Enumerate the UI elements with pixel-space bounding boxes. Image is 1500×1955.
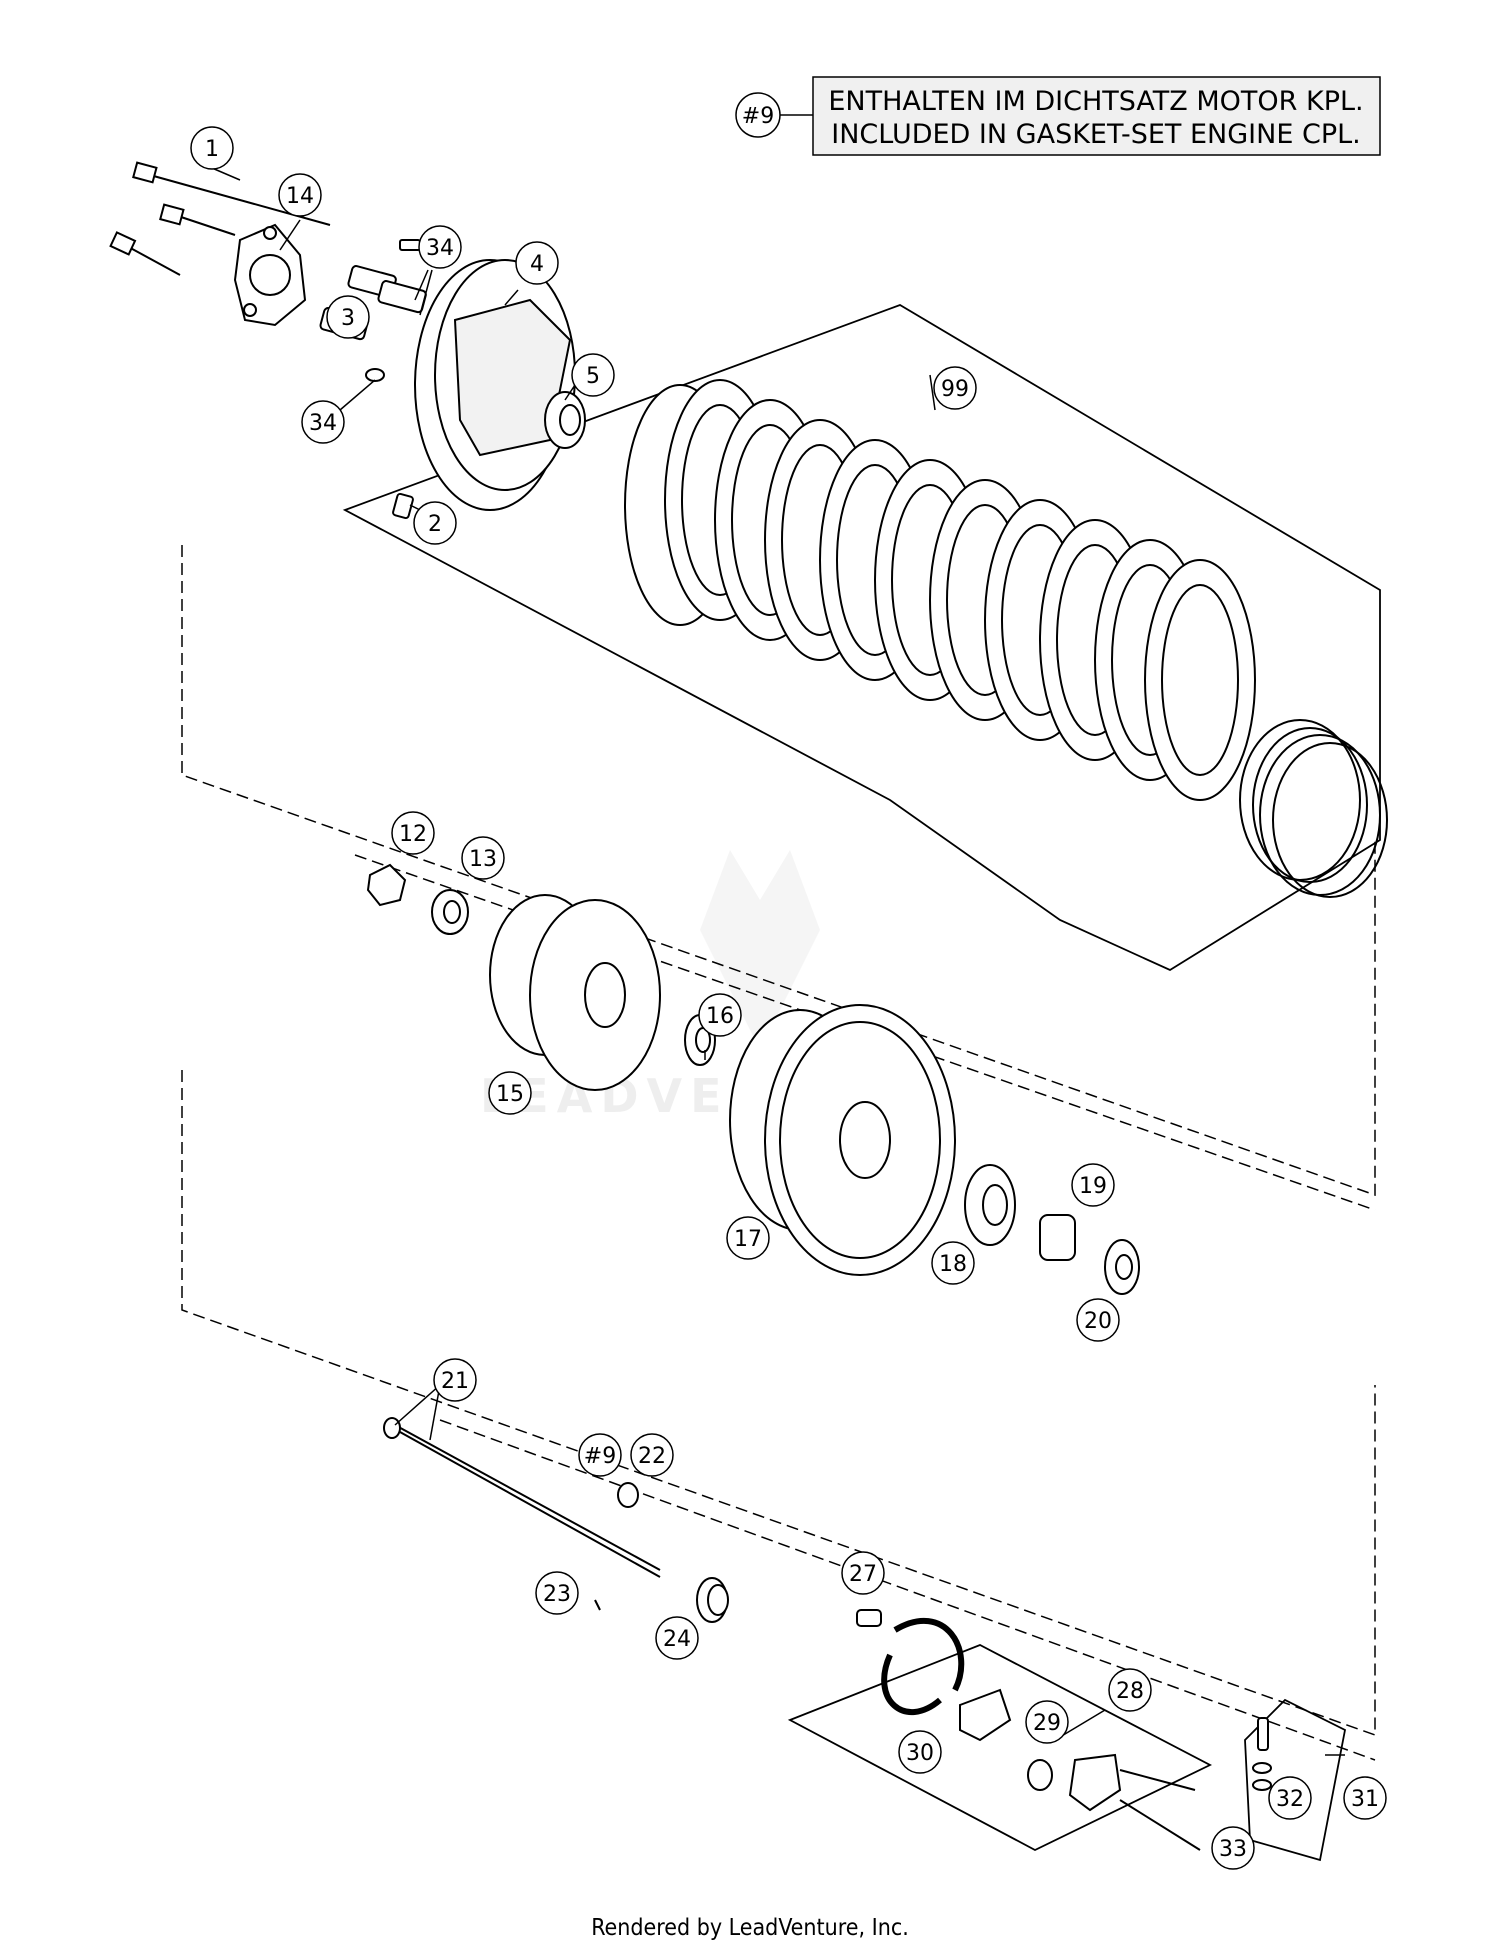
callout-1: 1 xyxy=(190,126,234,170)
rotation-arrow xyxy=(881,1617,965,1715)
callout-22: 22 xyxy=(630,1433,674,1477)
callout-5: 5 xyxy=(571,353,615,397)
callout-15: 15 xyxy=(488,1071,532,1115)
dowel-pin xyxy=(594,1599,601,1611)
svg-text:34: 34 xyxy=(309,411,337,436)
callout-18: 18 xyxy=(931,1241,975,1285)
seal-ring xyxy=(617,1482,639,1508)
callout-12: 12 xyxy=(391,811,435,855)
svg-text:19: 19 xyxy=(1079,1174,1107,1199)
svg-text:30: 30 xyxy=(906,1741,934,1766)
release-bearing xyxy=(696,1577,729,1623)
callout-2: 2 xyxy=(413,501,457,545)
note-line-2: INCLUDED IN GASKET-SET ENGINE CPL. xyxy=(831,119,1361,150)
svg-text:33: 33 xyxy=(1219,1837,1247,1862)
callouts: 1 14 34 4 3 5 99 34 2 12 13 16 15 17 19 … xyxy=(190,126,1387,1870)
gasket-set-note: #9 ENTHALTEN IM DICHTSATZ MOTOR KPL. INC… xyxy=(735,76,1381,156)
callout-19: 19 xyxy=(1071,1163,1115,1207)
callout-99: 99 xyxy=(933,366,977,410)
callout-4: 4 xyxy=(515,241,559,285)
svg-text:17: 17 xyxy=(734,1227,762,1252)
svg-text:16: 16 xyxy=(706,1004,734,1029)
callout-28: 28 xyxy=(1108,1668,1152,1712)
svg-text:27: 27 xyxy=(849,1562,877,1587)
cover-plate xyxy=(233,223,307,327)
svg-text:23: 23 xyxy=(543,1582,571,1607)
callout-29: 29 xyxy=(1025,1700,1069,1744)
svg-text:34: 34 xyxy=(426,236,454,261)
callout-32: 32 xyxy=(1268,1776,1312,1820)
callout-30: 30 xyxy=(898,1730,942,1774)
clutch-disc-stack xyxy=(624,379,1256,801)
svg-text:14: 14 xyxy=(286,184,314,209)
callout-13: 13 xyxy=(461,836,505,880)
svg-text:18: 18 xyxy=(939,1252,967,1277)
spacer-washer xyxy=(1104,1239,1140,1295)
callout-31: 31 xyxy=(1343,1776,1387,1820)
svg-text:99: 99 xyxy=(941,377,969,402)
svg-text:32: 32 xyxy=(1276,1787,1304,1812)
callout-14: 14 xyxy=(278,173,322,217)
inner-clutch-hub xyxy=(489,894,661,1091)
note-line-1: ENTHALTEN IM DICHTSATZ MOTOR KPL. xyxy=(828,86,1363,117)
pressure-plate xyxy=(414,259,576,511)
outer-clutch-basket xyxy=(729,1004,956,1276)
svg-text:#9: #9 xyxy=(584,1444,616,1469)
svg-text:24: 24 xyxy=(663,1627,691,1652)
footer-credit: Rendered by LeadVenture, Inc. xyxy=(591,1915,909,1941)
callout-20: 20 xyxy=(1076,1298,1120,1342)
svg-text:22: 22 xyxy=(638,1444,666,1469)
svg-text:2: 2 xyxy=(428,512,442,537)
bleed-screw xyxy=(1252,1717,1272,1791)
drive-gear xyxy=(964,1164,1016,1246)
callout-24: 24 xyxy=(655,1616,699,1660)
svg-text:12: 12 xyxy=(399,822,427,847)
svg-text:1: 1 xyxy=(205,137,219,162)
callout-34-lower: 34 xyxy=(301,400,345,444)
callout-23: 23 xyxy=(535,1571,579,1615)
svg-text:13: 13 xyxy=(469,847,497,872)
callout-21: 21 xyxy=(433,1358,477,1402)
svg-text:3: 3 xyxy=(341,306,355,331)
svg-text:4: 4 xyxy=(530,252,544,277)
note-ref: #9 xyxy=(742,104,774,129)
svg-text:28: 28 xyxy=(1116,1679,1144,1704)
group-box-99 xyxy=(342,304,1381,972)
callout-34-upper: 34 xyxy=(418,225,462,269)
svg-text:20: 20 xyxy=(1084,1309,1112,1334)
callout-9-ref: #9 xyxy=(578,1433,622,1477)
push-rod xyxy=(383,1417,661,1578)
group-box-28 xyxy=(787,1644,1213,1852)
group-box-31 xyxy=(1244,1698,1347,1862)
shaft-pin xyxy=(856,1609,882,1627)
wire-rings xyxy=(1239,719,1388,898)
svg-text:5: 5 xyxy=(586,364,600,389)
release-lever xyxy=(959,1688,1201,1851)
needle-bearing xyxy=(1039,1214,1076,1261)
callout-3: 3 xyxy=(326,295,370,339)
callout-17: 17 xyxy=(726,1216,770,1260)
svg-text:15: 15 xyxy=(496,1082,524,1107)
callout-27: 27 xyxy=(841,1551,885,1595)
bearing xyxy=(544,391,586,449)
callout-33: 33 xyxy=(1211,1826,1255,1870)
svg-text:31: 31 xyxy=(1351,1787,1379,1812)
pressure-pin xyxy=(392,492,414,520)
callout-16: 16 xyxy=(698,993,742,1037)
svg-text:29: 29 xyxy=(1033,1711,1061,1736)
nut-and-washer xyxy=(366,863,469,935)
svg-text:21: 21 xyxy=(441,1369,469,1394)
leader-lines xyxy=(211,167,1345,1756)
